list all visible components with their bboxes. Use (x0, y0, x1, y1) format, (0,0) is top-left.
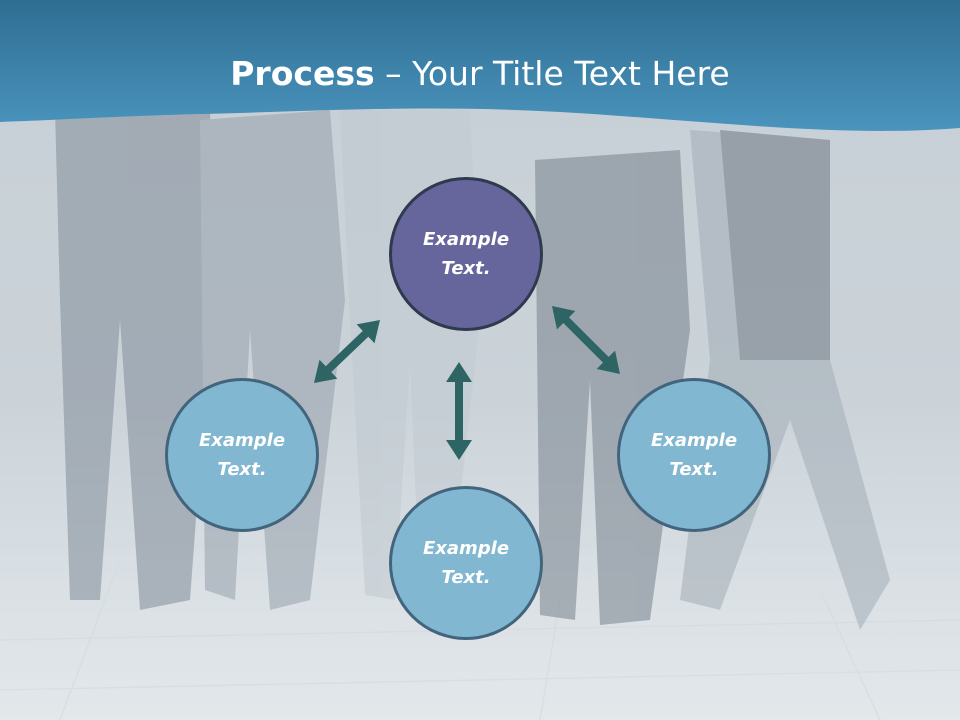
title-strong: Process (230, 54, 375, 93)
process-node-center: Example Text. (389, 177, 543, 331)
process-node-bottom: Example Text. (389, 486, 543, 640)
title-banner (0, 0, 960, 131)
slide-title: Process – Your Title Text Here (0, 52, 960, 96)
title-rest: Your Title Text Here (412, 54, 730, 93)
arrow-center-left (314, 320, 380, 384)
arrow-center-bottom (446, 362, 472, 460)
process-node-bottom-text: Example Text. (422, 538, 510, 588)
title-dash: – (374, 54, 413, 93)
process-node-right: Example Text. (617, 378, 771, 532)
process-node-left-text: Example Text. (198, 430, 286, 480)
arrow-center-right (552, 306, 620, 374)
process-node-center-text: Example Text. (422, 229, 510, 279)
process-node-right-text: Example Text. (650, 430, 738, 480)
process-node-left: Example Text. (165, 378, 319, 532)
